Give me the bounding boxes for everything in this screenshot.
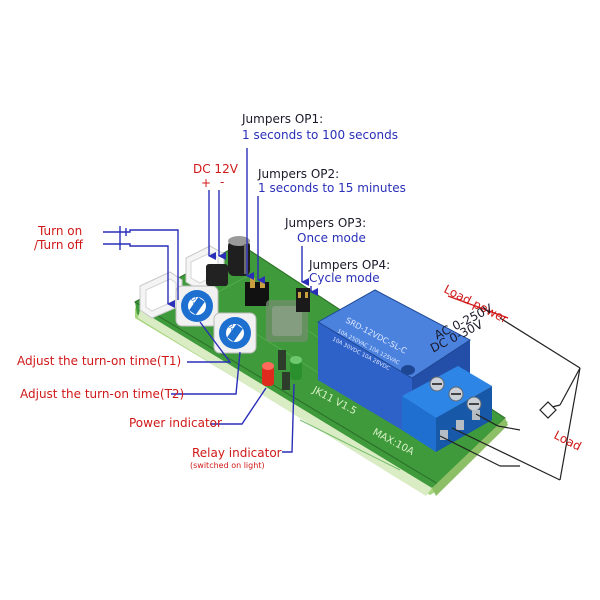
- load-power-lines: [447, 295, 509, 319]
- relay-led: [290, 356, 302, 380]
- dc-12v-label: DC 12V: [193, 162, 238, 176]
- turn-off-label: /Turn off: [34, 238, 83, 252]
- potentiometer-t2: 504: [213, 312, 257, 354]
- adjust-t2-label: Adjust the turn-on time(T2): [20, 387, 185, 401]
- adjust-t1-label: Adjust the turn-on time(T1): [17, 354, 182, 368]
- op1-title: Jumpers OP1:: [242, 112, 324, 126]
- potentiometer-t1: 103: [175, 285, 219, 327]
- screw-terminal: [402, 366, 492, 452]
- op3-description: Once mode: [297, 231, 366, 245]
- resistors: [278, 350, 290, 390]
- dc-minus-label: -: [220, 175, 225, 189]
- relay: SRD-12VDC-SL-C 10A 250VAC 10A 125VAC 10A…: [317, 289, 471, 436]
- transistor: [206, 264, 228, 286]
- power-led: [262, 362, 274, 386]
- electrolytic-capacitor: [228, 236, 250, 276]
- op3-title: Jumpers OP3:: [285, 216, 367, 230]
- op1-description: 1 seconds to 100 seconds: [242, 128, 398, 142]
- turn-on-label: Turn on: [38, 224, 83, 238]
- leader-lines: [103, 148, 318, 453]
- load-wiring: [439, 317, 581, 481]
- op2-title: Jumpers OP2:: [258, 167, 340, 181]
- relay-indicator-note: (switched on light): [190, 461, 265, 470]
- op4-title: Jumpers OP4:: [309, 258, 391, 272]
- power-indicator-label: Power indicator: [129, 416, 222, 430]
- dc-plus-label: +: [201, 176, 212, 190]
- relay-indicator-label: Relay indicator: [192, 446, 282, 460]
- jumper-block-op1-op2: [245, 278, 269, 306]
- jumper-block-op3-op4: [296, 288, 310, 312]
- op4-description: Cycle mode: [309, 271, 380, 285]
- op2-description: 1 seconds to 15 minutes: [258, 181, 406, 195]
